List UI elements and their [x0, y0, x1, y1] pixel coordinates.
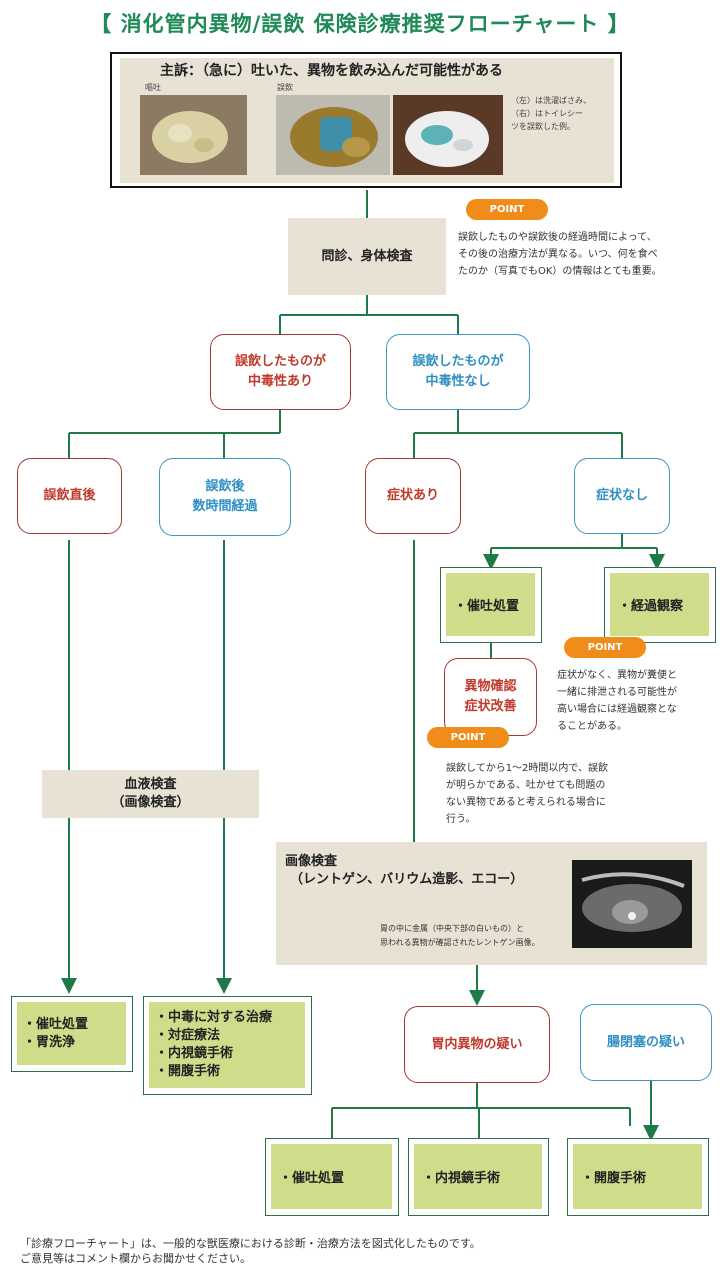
chief-complaint: 主訴：（急に）吐いた、異物を飲み込んだ可能性がある [160, 63, 503, 79]
exam-node: 問診、身体検査 [288, 218, 446, 295]
imaging-title: 画像検査 [285, 854, 338, 869]
xray-image [572, 860, 692, 948]
immediate-node: 誤飲直後 [17, 458, 122, 534]
final-endoscopy-node: ・内視鏡手術 [408, 1138, 549, 1216]
symptoms-yes-node: 症状あり [365, 458, 461, 534]
observe-node: ・経過観察 [604, 567, 716, 643]
treatment-b-node: ・中毒に対する治療 ・対症療法 ・内視鏡手術 ・開腹手術 [143, 996, 312, 1095]
symptoms-no-node: 症状なし [574, 458, 670, 534]
hours-after-node: 誤飲後数時間経過 [159, 458, 291, 536]
point-note-3: 誤飲してから1～2時間以内で、誤飲 が明らかである、吐かせても問題の ない異物で… [446, 763, 609, 825]
point-badge-1: POINT [466, 199, 548, 220]
page-title: 【 消化管内異物/誤飲 保険診療推奨フローチャート 】 [90, 12, 630, 36]
ileus-node: 腸閉塞の疑い [580, 1004, 712, 1081]
final-laparotomy-node: ・開腹手術 [567, 1138, 709, 1216]
final-emesis-node: ・催吐処置 [265, 1138, 399, 1216]
clothespin-photo [276, 95, 390, 175]
photo-label-ingest: 誤飲 [277, 83, 293, 92]
emesis-node: ・催吐処置 [440, 567, 542, 643]
vomit-photo [140, 95, 247, 175]
toxic-no-node: 誤飲したものが中毒性なし [386, 334, 530, 410]
toxic-yes-node: 誤飲したものが中毒性あり [210, 334, 351, 410]
toilet-sheet-photo [393, 95, 503, 175]
blood-test-node: 血液検査（画像検査） [42, 770, 259, 818]
imaging-caption: 胃の中に金属（中央下部の白いもの）と 思われる異物が確認されたレントゲン画像。 [380, 924, 540, 947]
point-note-1: 誤飲したものや誤飲後の経過時間によって、 その後の治療方法が異なる。いつ、何を食… [458, 232, 662, 277]
gastric-foreign-body-node: 胃内異物の疑い [404, 1006, 550, 1083]
confirm-node: 異物確認症状改善 [444, 658, 537, 736]
point-badge-3: POINT [427, 727, 509, 748]
footer-note: 「診療フローチャート」は、一般的な獣医療における診断・治療方法を図式化したもので… [20, 1237, 481, 1265]
point-note-2: 症状がなく、異物が糞便と 一緒に排泄される可能性が 高い場合には経過観察とな る… [557, 670, 677, 732]
treatment-a-node: ・催吐処置 ・胃洗浄 [11, 996, 133, 1072]
imaging-subtitle: （レントゲン、バリウム造影、エコー） [290, 872, 524, 887]
photo-label-vomit: 嘔吐 [145, 83, 161, 92]
point-badge-2: POINT [564, 637, 646, 658]
photo-caption: （左）は洗濯ばさみ、 （右）はトイレシー ツを誤飲した例。 [511, 96, 591, 131]
